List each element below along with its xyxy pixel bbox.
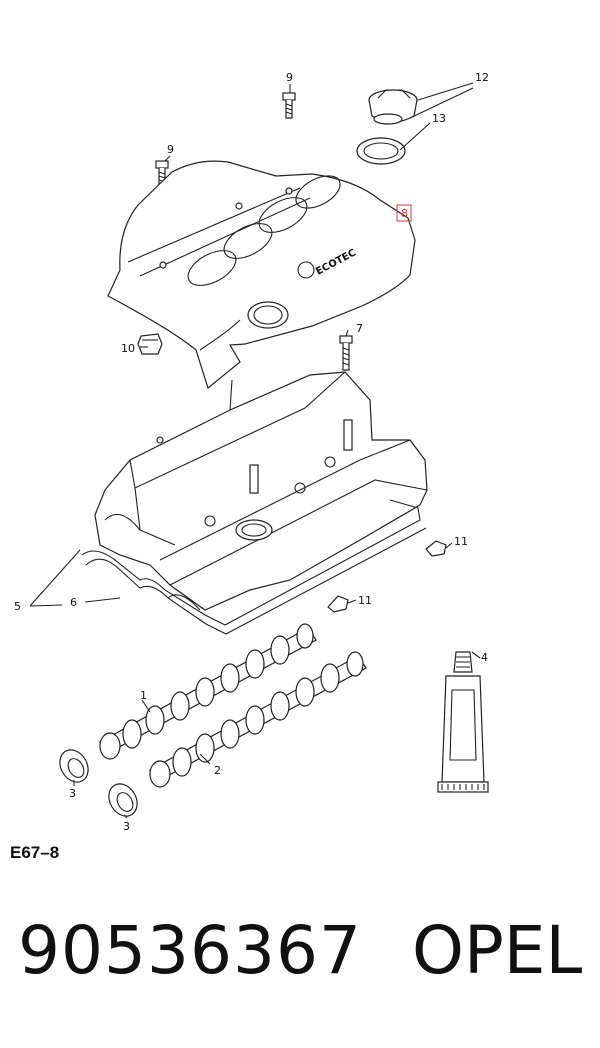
callout-6: 6 [70, 596, 77, 609]
clip-upper[interactable] [425, 540, 447, 557]
callout-3-upper: 3 [69, 787, 76, 800]
callout-9-left: 9 [167, 143, 174, 156]
camshaft-intake[interactable] [99, 623, 317, 760]
housing-gasket[interactable] [81, 499, 427, 635]
camshaft-housing[interactable] [94, 371, 428, 611]
callout-8-box [396, 204, 412, 222]
callout-11-lower: 11 [358, 594, 372, 607]
cover-nut[interactable] [137, 333, 163, 355]
diagram-code: E67–8 [10, 843, 60, 862]
callout-4: 4 [481, 651, 488, 664]
callout-7: 7 [356, 322, 363, 335]
sealant-tube[interactable] [437, 651, 489, 793]
camshaft-exhaust[interactable] [149, 651, 367, 788]
callout-1: 1 [140, 689, 147, 702]
callout-8: 8 [401, 207, 408, 220]
exploded-parts-diagram: ECOTEC [14, 71, 489, 833]
filler-cap-seal-ring[interactable] [356, 137, 406, 165]
engine-cover[interactable]: ECOTEC [107, 160, 416, 390]
callout-10: 10 [121, 342, 135, 355]
callout-11-upper: 11 [454, 535, 468, 548]
bolt-top[interactable] [282, 92, 296, 119]
camshaft-seal-lower[interactable] [103, 779, 143, 821]
leader-lines [29, 84, 481, 819]
cover-stud-bolt[interactable] [339, 335, 353, 371]
part-number: 90536367 [18, 912, 362, 989]
callout-3-lower: 3 [123, 820, 130, 833]
callout-12: 12 [475, 71, 489, 84]
callout-13: 13 [432, 112, 446, 125]
camshaft-seal-upper[interactable] [54, 745, 94, 787]
clip-lower[interactable] [327, 595, 349, 613]
callout-5: 5 [14, 600, 21, 613]
oil-filler-cap[interactable] [368, 89, 418, 125]
callout-2: 2 [214, 764, 221, 777]
callout-9-top: 9 [286, 71, 293, 84]
brand-name: OPEL [412, 912, 583, 989]
